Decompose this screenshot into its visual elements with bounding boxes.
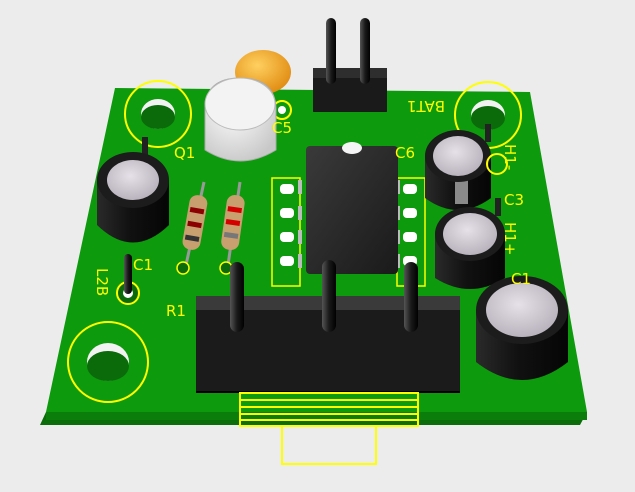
label-h1-plus: H1+ xyxy=(501,222,519,255)
label-c5: C5 xyxy=(272,119,292,137)
label-l2b: L2B xyxy=(93,268,111,296)
ic-chip-dip8 xyxy=(298,142,400,274)
electrolytic-capacitor-c1-right xyxy=(476,276,568,380)
mounting-hole-bottom-left xyxy=(67,321,149,403)
label-q1: Q1 xyxy=(174,144,195,162)
label-c3: C3 xyxy=(504,191,524,209)
label-r1: R1 xyxy=(166,302,186,320)
label-c6: C6 xyxy=(395,144,415,162)
electrolytic-capacitor-c1-left xyxy=(97,137,169,243)
label-bat1: BAT1 xyxy=(407,97,445,115)
resistor-r-left xyxy=(182,181,208,266)
battery-header-bat1 xyxy=(313,18,387,112)
electrolytic-capacitor-c6 xyxy=(425,124,491,210)
pad-l2b xyxy=(116,254,140,305)
label-c1-left: C1 xyxy=(133,256,153,274)
electrolytic-capacitor-c3 xyxy=(435,198,505,289)
label-c1-right: C1 xyxy=(511,270,531,288)
ic-pads xyxy=(271,177,426,287)
label-h1-minus: H1- xyxy=(501,144,519,170)
transistor-q1 xyxy=(204,77,277,162)
resistor-r-right xyxy=(221,181,245,266)
connector-silkscreen-outline xyxy=(239,392,419,465)
mounting-hole-top-right xyxy=(454,81,522,149)
mounting-hole-top-left xyxy=(124,80,192,148)
